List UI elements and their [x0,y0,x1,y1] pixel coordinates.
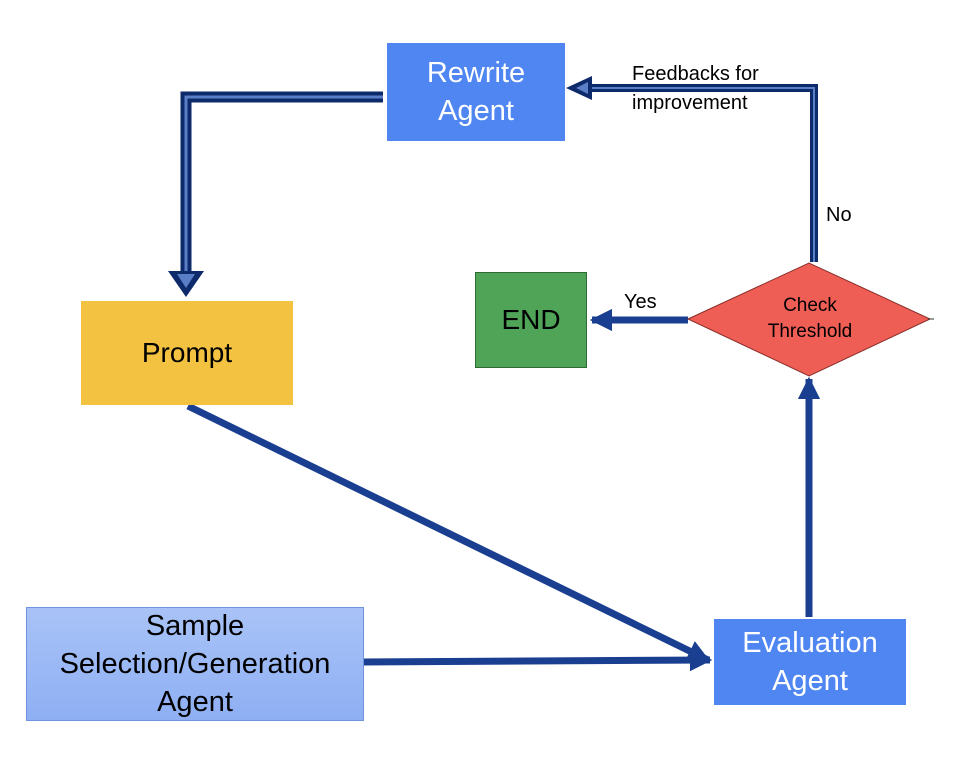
sample-agent-node: Sample Selection/Generation Agent [26,607,364,721]
sample-to-evaluation-arrow [363,648,713,672]
rewrite-agent-label-line1: Rewrite [426,57,526,89]
rewrite-agent-node: Rewrite Agent [387,43,565,141]
evaluation-agent-label-line1: Evaluation [742,627,878,659]
prompt-to-evaluation-arrow [186,402,711,664]
end-label: END [501,304,561,335]
feedback-label-line1: Feedbacks for [632,63,759,85]
sample-agent-label-line2: Selection/Generation [59,648,331,680]
sample-agent-label-line1: Sample [145,610,245,642]
check-label-line1: Check [783,295,837,316]
yes-edge-label: Yes [624,291,657,313]
prompt-node: Prompt [81,301,293,405]
evaluation-agent-node: Evaluation Agent [714,619,906,705]
check-label-line2: Threshold [767,321,853,342]
check-threshold-label: Check Threshold [735,293,885,345]
no-edge-label: No [826,204,852,226]
prompt-label: Prompt [141,337,233,368]
feedback-arrow [566,76,818,262]
rewrite-agent-label-line2: Agent [438,95,514,127]
feedback-label-line2: improvement [632,92,748,114]
feedback-edge-label: Feedbacks for improvement [632,60,759,118]
end-node: END [475,272,587,368]
evaluation-agent-label-line2: Agent [772,665,848,697]
sample-agent-label-line3: Agent [157,686,233,718]
rewrite-to-prompt-arrow [168,91,383,297]
